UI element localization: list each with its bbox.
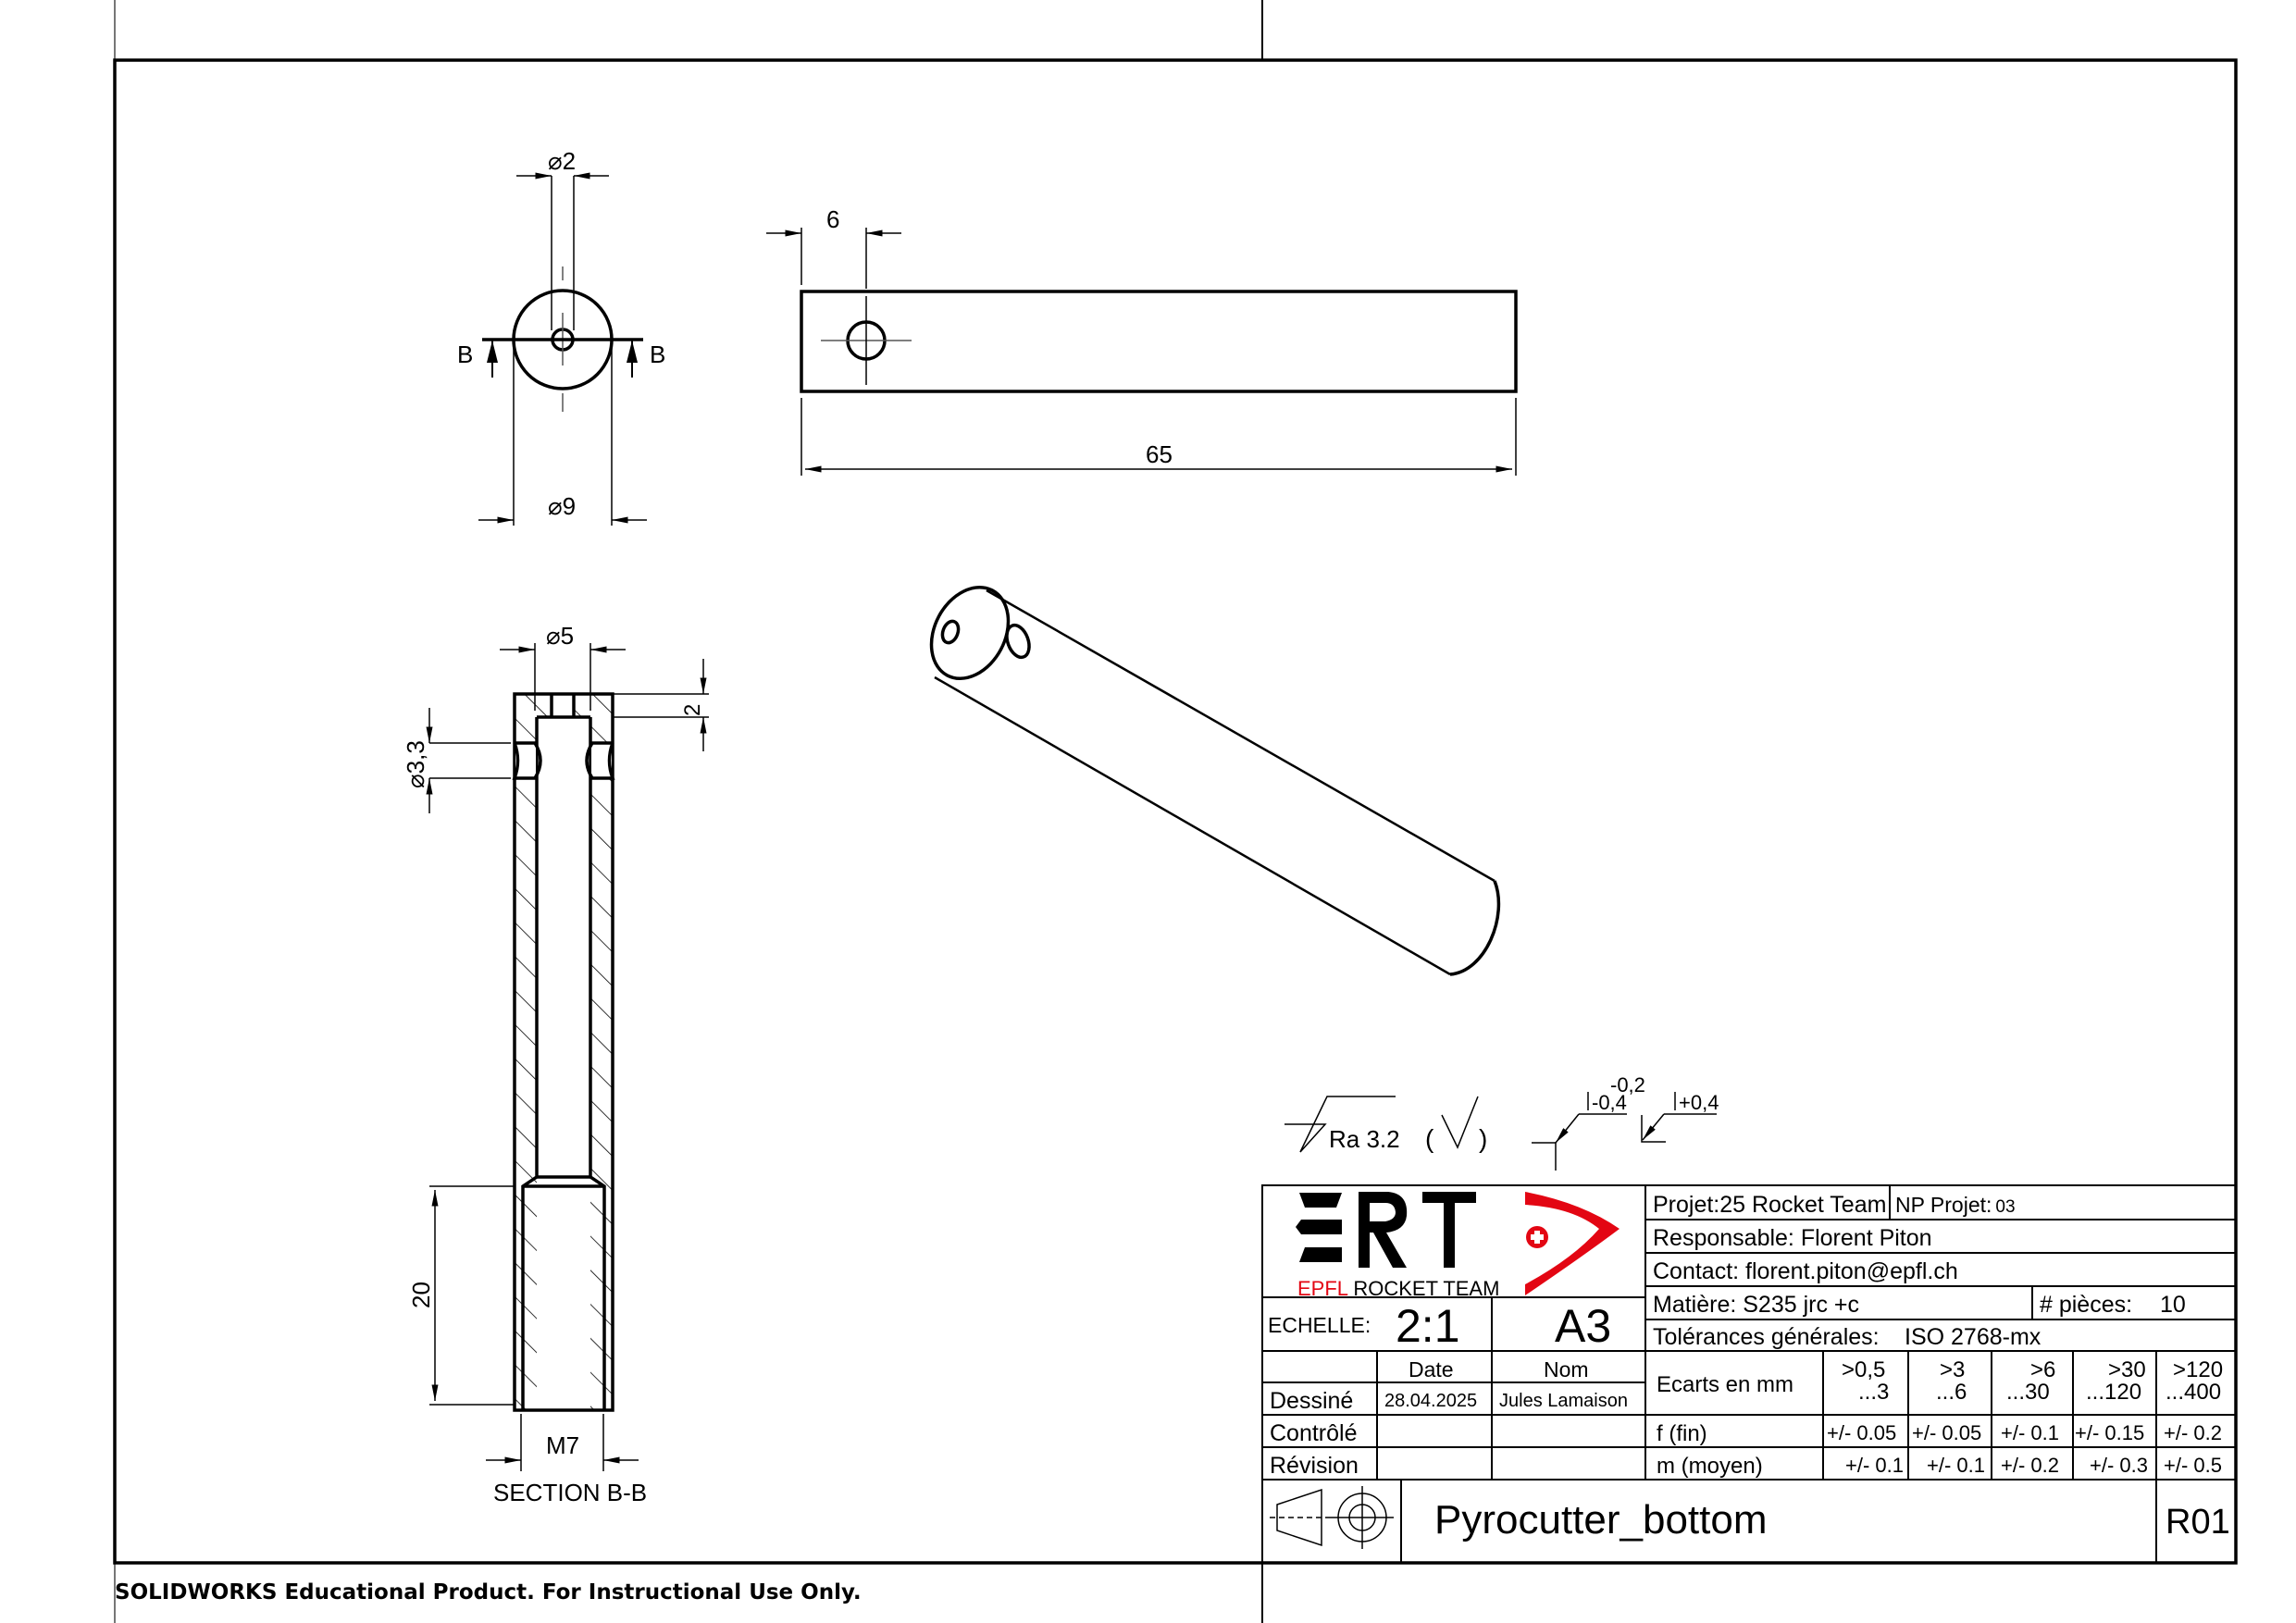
edge-symbols: -0,2 -0,4 +0,4: [1532, 1073, 1719, 1171]
svg-text:): ): [1479, 1124, 1487, 1153]
svg-text:>120: >120: [2173, 1357, 2223, 1382]
side-view: 6 65: [766, 205, 1518, 476]
svg-text:>30: >30: [2108, 1357, 2146, 1382]
scale-label: ECHELLE:: [1268, 1313, 1371, 1337]
row-drawn-name: Jules Lamaison: [1499, 1391, 1628, 1411]
row-revision-label: Révision: [1270, 1453, 1359, 1479]
logo-rocket-team: ROCKET TEAM: [1347, 1277, 1499, 1300]
svg-text:>0,5: >0,5: [1842, 1357, 1885, 1382]
project-number-label: NP Projet:03: [1895, 1193, 2016, 1217]
isometric-view: [929, 585, 1501, 976]
section-label: SECTION B-B: [493, 1479, 647, 1506]
row-drawn-date: 28.04.2025: [1384, 1391, 1477, 1411]
svg-text:+/- 0.3: +/- 0.3: [2090, 1454, 2148, 1477]
dim-outer-diameter: ⌀9: [548, 492, 576, 520]
project-number: 03: [1995, 1197, 2015, 1217]
edge-tolerance-2: +0,4: [1679, 1091, 1719, 1114]
edge-lower-tolerance: -0,4: [1592, 1091, 1627, 1114]
svg-text:(: (: [1425, 1124, 1434, 1153]
svg-text:+/- 0.1: +/- 0.1: [2001, 1421, 2059, 1444]
pieces-count: 10: [2160, 1292, 2186, 1318]
sheet-format: A3: [1555, 1300, 1611, 1352]
first-angle-projection-icon: [1270, 1486, 1394, 1549]
edge-upper-tolerance: -0,2: [1610, 1073, 1645, 1096]
tolerances-label: Tolérances générales:: [1653, 1324, 1880, 1350]
svg-text:+/- 0.05: +/- 0.05: [1827, 1421, 1896, 1444]
roughness-value: Ra 3.2: [1329, 1125, 1400, 1153]
dim-hole-diameter: ⌀2: [548, 147, 576, 175]
svg-text:...120: ...120: [2086, 1380, 2141, 1405]
scale-value: 2:1: [1396, 1300, 1460, 1352]
svg-text:+/- 0.15: +/- 0.15: [2075, 1421, 2144, 1444]
sheet-frame: [113, 0, 2238, 1623]
svg-text:+/- 0.1: +/- 0.1: [1845, 1454, 1904, 1477]
logo-epfl: EPFL: [1297, 1277, 1348, 1300]
medium-label: m (moyen): [1657, 1454, 1763, 1479]
dim-thread: M7: [546, 1431, 579, 1459]
fine-label: f (fin): [1657, 1421, 1707, 1446]
section-view: ⌀5 2 ⌀3,3 20 M7 SECTION B-B: [402, 622, 709, 1506]
svg-text:>3: >3: [1940, 1357, 1965, 1382]
contact: Contact: florent.piton@epfl.ch: [1653, 1258, 1958, 1284]
svg-text:>6: >6: [2030, 1357, 2055, 1382]
dim-bore-diameter: ⌀5: [546, 622, 574, 650]
section-mark-left: B: [457, 341, 473, 368]
section-mark-right: B: [650, 341, 665, 368]
pieces-label: # pièces:: [2040, 1292, 2132, 1318]
deviations-label: Ecarts en mm: [1657, 1372, 1793, 1397]
svg-text:+/- 0.2: +/- 0.2: [2001, 1454, 2059, 1477]
dim-top-depth: 2: [680, 704, 705, 716]
svg-text:...6: ...6: [1936, 1380, 1967, 1405]
svg-text:+/- 0.1: +/- 0.1: [1927, 1454, 1985, 1477]
svg-text:+/- 0.2: +/- 0.2: [2164, 1421, 2222, 1444]
svg-text:+/- 0.05: +/- 0.05: [1912, 1421, 1981, 1444]
svg-text:...30: ...30: [2006, 1380, 2050, 1405]
svg-text:...400: ...400: [2166, 1380, 2221, 1405]
dim-hole-offset: 6: [826, 205, 839, 233]
dim-length: 65: [1146, 440, 1173, 468]
revision-code: R01: [2166, 1503, 2230, 1542]
svg-text:...3: ...3: [1858, 1380, 1889, 1405]
project-name: Projet:25 Rocket Team: [1653, 1192, 1886, 1218]
svg-text:EPFL ROCKET TEAM: EPFL ROCKET TEAM: [1297, 1277, 1499, 1300]
end-view: B B ⌀2 ⌀9: [457, 147, 665, 526]
part-name: Pyrocutter_bottom: [1434, 1497, 1768, 1542]
dim-thread-depth: 20: [407, 1282, 435, 1308]
title-block: EPFL ROCKET TEAM Projet:25 Rocket Team N…: [1261, 1184, 2237, 1564]
dim-cross-hole-diameter: ⌀3,3: [402, 740, 429, 788]
nom-header: Nom: [1544, 1357, 1589, 1381]
ert-logo: EPFL ROCKET TEAM: [1296, 1192, 1620, 1300]
responsible: Responsable: Florent Piton: [1653, 1225, 1932, 1251]
educational-watermark: SOLIDWORKS Educational Product. For Inst…: [115, 1580, 862, 1604]
row-checked-label: Contrôlé: [1270, 1420, 1358, 1446]
row-drawn-label: Dessiné: [1270, 1388, 1353, 1414]
tolerances-standard: ISO 2768-mx: [1905, 1324, 2042, 1350]
svg-text:+/- 0.5: +/- 0.5: [2164, 1454, 2222, 1477]
material: Matière: S235 jrc +c: [1653, 1292, 1859, 1318]
surface-symbols: Ra 3.2 ( ): [1285, 1096, 1487, 1153]
date-header: Date: [1409, 1357, 1454, 1381]
